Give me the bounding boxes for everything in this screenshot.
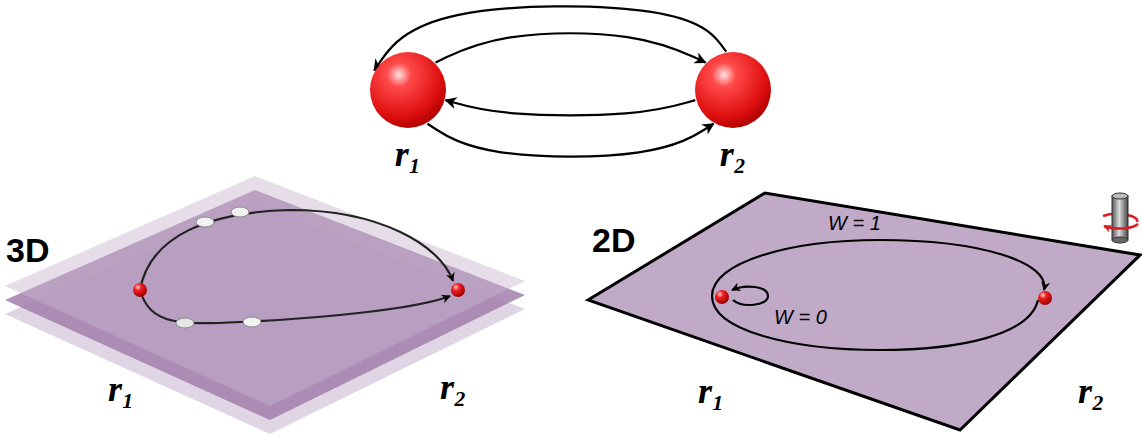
position-label: r₁ <box>108 370 135 410</box>
exchange-arrow <box>446 100 696 115</box>
exchange-arrow <box>428 124 714 157</box>
sphere-shape <box>369 51 447 129</box>
winding-loops <box>712 240 1044 350</box>
dimension-label: 3D <box>6 232 49 269</box>
winding-label: W = 0 <box>774 306 827 328</box>
particle-dots-2d <box>715 290 1052 305</box>
winding-label: W = 1 <box>828 212 881 234</box>
node-label: r₁ <box>395 135 422 175</box>
exchange-path-3d <box>140 210 453 323</box>
plane-crossing-discs <box>176 207 261 328</box>
dimension-label: 2D <box>592 222 635 259</box>
particle-sphere: r₂ <box>694 51 772 175</box>
position-label: r₂ <box>440 368 467 408</box>
sphere-shape <box>694 51 772 129</box>
particle-dots-3d <box>133 283 465 297</box>
stacked-planes <box>5 176 525 434</box>
rotation-tube-icon <box>1103 193 1138 243</box>
position-label: r₂ <box>1078 372 1105 412</box>
exchange-arrow <box>436 33 706 62</box>
node-label: r₂ <box>720 135 747 175</box>
position-label: r₁ <box>698 372 725 412</box>
plane-2d <box>588 193 1140 430</box>
particle-sphere: r₁ <box>369 51 447 175</box>
